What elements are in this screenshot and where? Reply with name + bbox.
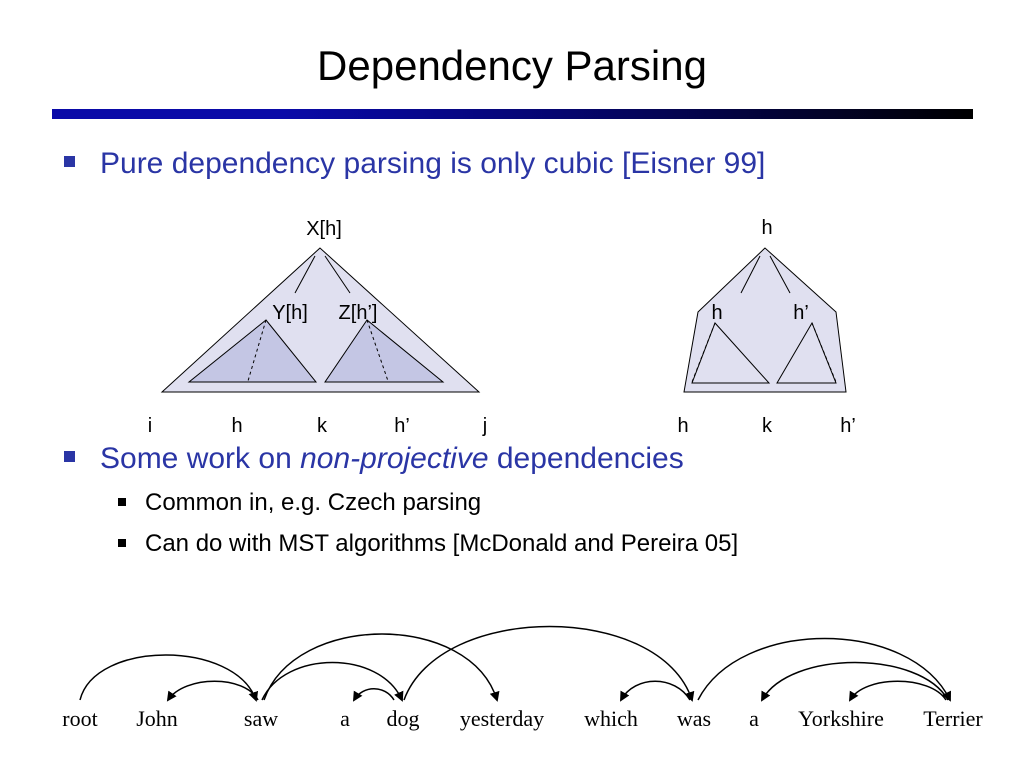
top-node-label: X[h] bbox=[306, 218, 342, 240]
right-child-label: Z[h’] bbox=[339, 302, 378, 324]
left-tree-diagram: X[h] Y[h] Z[h’] i h k h’ j bbox=[148, 218, 487, 437]
right-subtree-triangle bbox=[324, 319, 445, 383]
arc-saw-john bbox=[166, 680, 259, 702]
left-child-label: Y[h] bbox=[272, 302, 308, 324]
square-bullet-icon bbox=[64, 156, 75, 167]
arc-was-terrier bbox=[697, 637, 951, 702]
small-square-bullet-icon bbox=[118, 539, 126, 547]
square-bullet-icon bbox=[64, 451, 75, 462]
index-label: h’ bbox=[394, 415, 410, 437]
index-label: h’ bbox=[840, 415, 856, 437]
arc-root-saw bbox=[79, 654, 259, 702]
arc-dog-a bbox=[352, 688, 395, 702]
right-tree-diagram: h h h’ h k h’ bbox=[677, 217, 855, 437]
title-divider bbox=[52, 109, 973, 119]
top-node-label: h bbox=[761, 217, 772, 239]
bullet-2-before: Some work on bbox=[100, 442, 301, 475]
bullet-2: Some work on non-projective dependencies bbox=[64, 441, 684, 477]
arc-dog-was bbox=[403, 625, 695, 702]
index-label: j bbox=[482, 415, 487, 437]
arc-terrier-a bbox=[761, 661, 949, 702]
index-label: h bbox=[231, 415, 242, 437]
bullet-1: Pure dependency parsing is only cubic [E… bbox=[64, 146, 766, 182]
word: yesterday bbox=[460, 706, 544, 731]
arc-terrier-yorkshire bbox=[848, 680, 947, 702]
arc-saw-dog bbox=[261, 661, 404, 702]
word: was bbox=[677, 706, 711, 731]
bullet-1-text: Pure dependency parsing is only cubic [E… bbox=[100, 147, 766, 180]
dependency-arcs bbox=[79, 625, 951, 702]
index-label: h bbox=[677, 415, 688, 437]
word: John bbox=[136, 706, 178, 731]
subbullet-1: Common in, e.g. Czech parsing bbox=[118, 488, 482, 518]
index-label: i bbox=[148, 415, 152, 437]
word: Terrier bbox=[923, 706, 983, 731]
word: a bbox=[340, 706, 350, 731]
bullet-2-after: dependencies bbox=[488, 442, 684, 475]
right-child-label: h’ bbox=[793, 302, 809, 324]
arc-saw-yesterday bbox=[263, 633, 500, 702]
word: root bbox=[62, 706, 97, 731]
subbullet-2-text: Can do with MST algorithms [McDonald and… bbox=[145, 530, 739, 557]
arc-was-which bbox=[620, 680, 691, 702]
subbullet-1-text: Common in, e.g. Czech parsing bbox=[145, 489, 482, 516]
word: Yorkshire bbox=[798, 706, 884, 731]
slide-title: Dependency Parsing bbox=[317, 42, 707, 89]
small-square-bullet-icon bbox=[118, 498, 126, 506]
left-subtree-triangle bbox=[187, 319, 318, 383]
index-label: k bbox=[317, 415, 328, 437]
word: dog bbox=[387, 706, 420, 731]
word: which bbox=[584, 706, 638, 731]
bullet-2-emphasis: non-projective bbox=[300, 442, 489, 475]
example-sentence: root John saw a dog yesterday which was … bbox=[62, 706, 983, 731]
word: saw bbox=[244, 706, 278, 731]
index-label: k bbox=[762, 415, 773, 437]
left-child-label: h bbox=[711, 302, 722, 324]
subbullet-2: Can do with MST algorithms [McDonald and… bbox=[118, 529, 739, 559]
word: a bbox=[749, 706, 759, 731]
